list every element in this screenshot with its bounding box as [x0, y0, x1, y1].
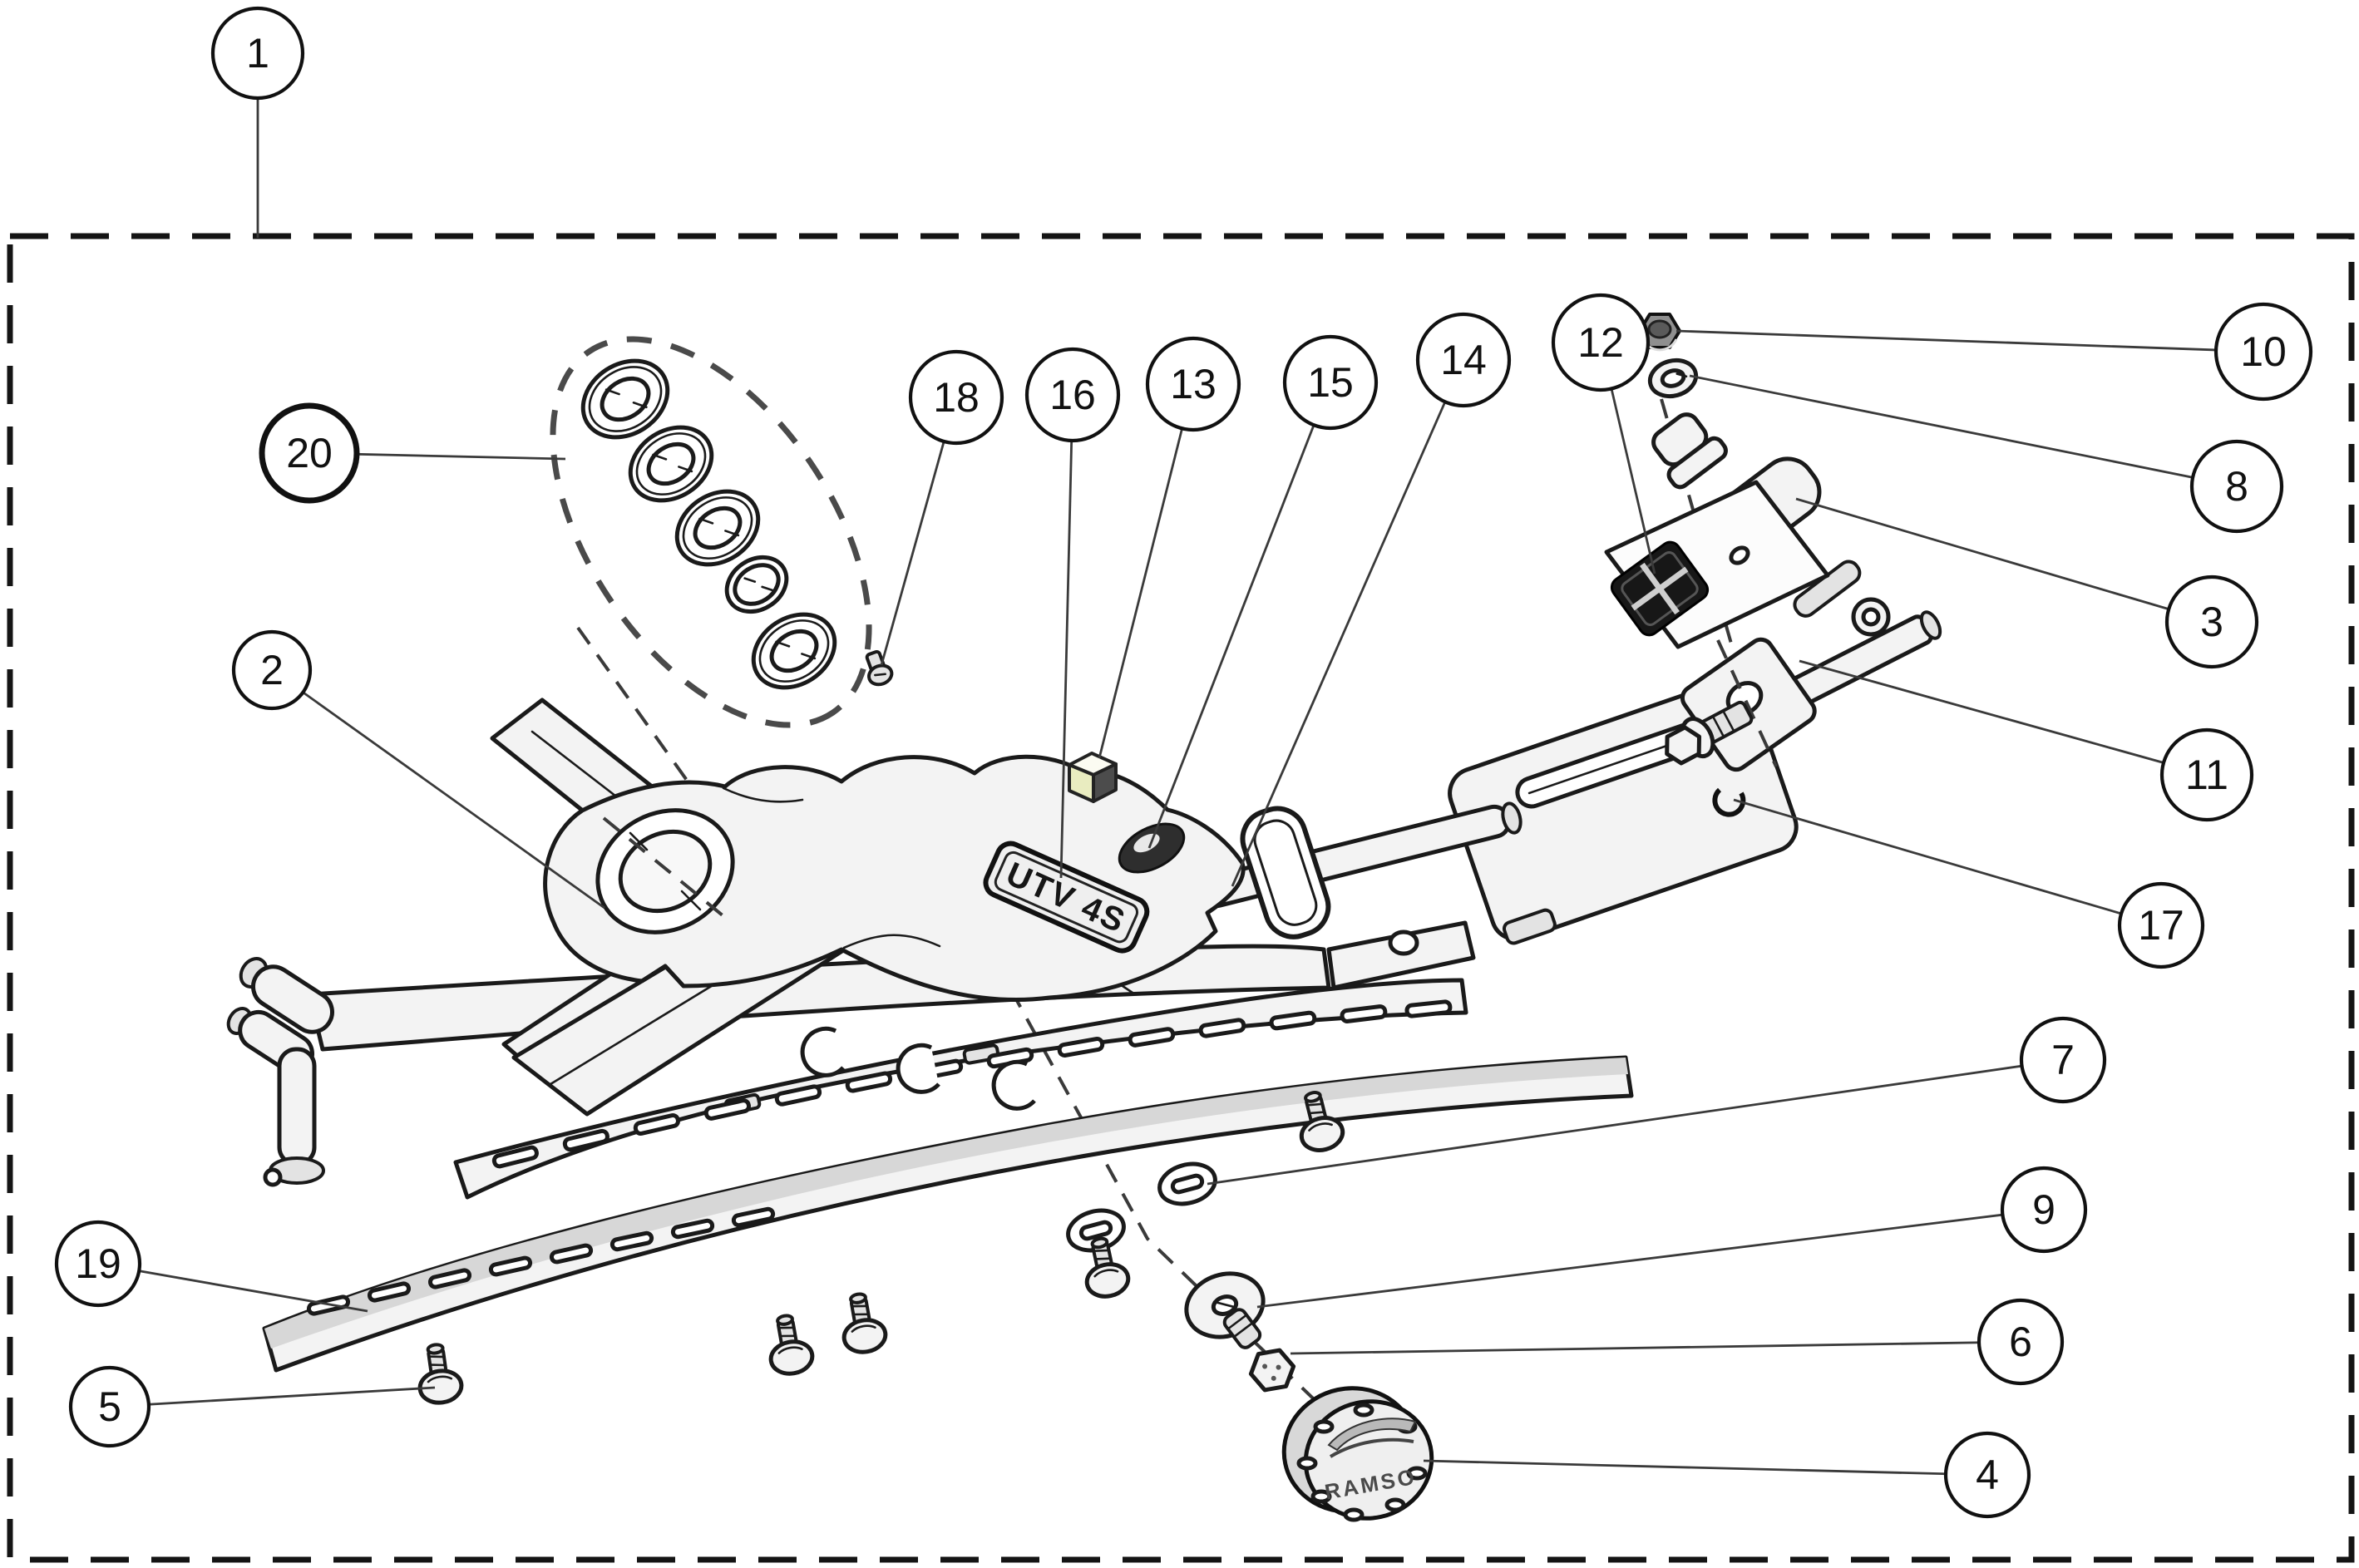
callout-leader-9 [1256, 1208, 2045, 1309]
callout-number-10: 10 [2240, 328, 2287, 375]
callout-number-15: 15 [1307, 359, 1354, 406]
spacer-sleeve [724, 555, 789, 614]
callout-leader-8 [1689, 374, 2238, 488]
shock-assembly [1604, 313, 1891, 662]
wear-strip [453, 978, 1468, 1200]
callout-leader-16 [1059, 394, 1074, 879]
callout-number-9: 9 [2032, 1186, 2055, 1233]
callout-number-3: 3 [2200, 599, 2223, 645]
callout-balloon-20 [259, 402, 360, 504]
cap-logo-swoosh [1327, 1418, 1417, 1452]
callout-number-7: 7 [2051, 1037, 2075, 1083]
callout-leader-13 [1098, 383, 1195, 759]
callout-balloon-6 [1977, 1298, 2065, 1386]
callout-leader-11 [1799, 659, 2208, 777]
callout-balloon-11 [2159, 727, 2254, 822]
callout-number-4: 4 [1976, 1452, 1999, 1498]
callout-balloon-4 [1943, 1431, 2031, 1519]
slotted-washer [1066, 1208, 1126, 1253]
runner-screw [768, 1314, 815, 1376]
bearing-ring [628, 425, 714, 503]
callout-balloon-3 [2164, 574, 2259, 669]
square-nut [1068, 752, 1118, 803]
beam-hook [896, 1043, 940, 1094]
callout-balloon-5 [68, 1365, 151, 1448]
runner-screw [417, 1343, 464, 1405]
beam-hook [991, 1059, 1036, 1111]
beam-post [277, 1047, 317, 1166]
callout-number-19: 19 [75, 1240, 121, 1287]
runner-screw [841, 1292, 888, 1354]
callout-number-20: 20 [286, 430, 333, 476]
u-bracket-loop [1240, 806, 1331, 939]
slotted-washer [1157, 1161, 1217, 1206]
callout-balloon-12 [1551, 293, 1651, 392]
shock-bracket [1604, 480, 1830, 649]
wear-strip-slot-row [491, 999, 1453, 1169]
callout-number-12: 12 [1577, 319, 1624, 366]
callout-number-8: 8 [2225, 463, 2248, 510]
callout-balloon-16 [1024, 347, 1121, 443]
callout-number-2: 2 [260, 647, 284, 693]
callout-balloon-2 [231, 629, 313, 711]
fastener-axis-dashed-line [961, 901, 1382, 1465]
seal-ring [580, 358, 670, 440]
callout-leader-15 [1147, 382, 1332, 849]
bearing-ring [751, 612, 837, 690]
callout-balloon-15 [1282, 334, 1379, 431]
callout-balloon-18 [908, 349, 1004, 446]
callout-number-14: 14 [1440, 337, 1487, 383]
callout-balloon-8 [2189, 439, 2284, 534]
bearing-group-dashed-ellipse [550, 336, 872, 728]
callout-number-6: 6 [2009, 1319, 2032, 1365]
callout-number-17: 17 [2138, 902, 2184, 949]
callout-number-13: 13 [1170, 361, 1217, 407]
callout-number-11: 11 [2185, 752, 2228, 798]
pin-block-assembly [1665, 610, 1942, 817]
pivot-bar [1199, 801, 1522, 939]
pivot-bolt [1665, 700, 1754, 766]
callout-leader-10 [1675, 329, 2264, 353]
callout-leader-5 [109, 1386, 436, 1408]
callout-leader-19 [97, 1262, 368, 1313]
callout-balloon-13 [1145, 336, 1241, 432]
rubber-pad [1610, 540, 1710, 637]
callout-balloon-17 [2117, 881, 2205, 969]
bearing-ring [674, 489, 761, 567]
callout-number-18: 18 [933, 374, 980, 421]
callout-leader-4 [1423, 1459, 1988, 1477]
runner-cap: RAMSO [1281, 1386, 1434, 1522]
set-screw [865, 649, 894, 687]
callout-leader-7 [1207, 1058, 2064, 1186]
callout-leader-2 [271, 668, 605, 910]
callout-balloon-9 [2000, 1166, 2088, 1254]
shoulder-bolt [1222, 1308, 1296, 1393]
assembly-boundary-box [7, 233, 2355, 1563]
callout-balloon-10 [2213, 302, 2313, 402]
runner-hardware: RAMSO [417, 1091, 1434, 1522]
leader-line-layer [97, 53, 2264, 1477]
rocker-arm: UTV 4S [543, 754, 1246, 1003]
callout-leader-3 [1795, 497, 2213, 624]
callout-balloon-1 [210, 6, 305, 101]
callout-balloon-19 [54, 1220, 142, 1308]
callout-number-5: 5 [98, 1383, 121, 1430]
beam-hook [800, 1026, 845, 1077]
callout-balloon-7 [2019, 1016, 2107, 1104]
callout-leader-14 [1231, 359, 1465, 887]
bearing-stack-group [550, 336, 872, 728]
runner-screw [1299, 1091, 1345, 1152]
callout-balloon-14 [1415, 312, 1512, 408]
callout-number-16: 16 [1049, 372, 1096, 418]
runner-screw [1084, 1236, 1131, 1299]
runner-blade [262, 1055, 1634, 1373]
callout-leader-6 [1290, 1340, 2021, 1355]
shock-washer [1647, 357, 1699, 399]
beam-left-end [226, 957, 334, 1187]
callout-number-1: 1 [246, 30, 269, 76]
callout-leader-17 [1733, 798, 2162, 927]
